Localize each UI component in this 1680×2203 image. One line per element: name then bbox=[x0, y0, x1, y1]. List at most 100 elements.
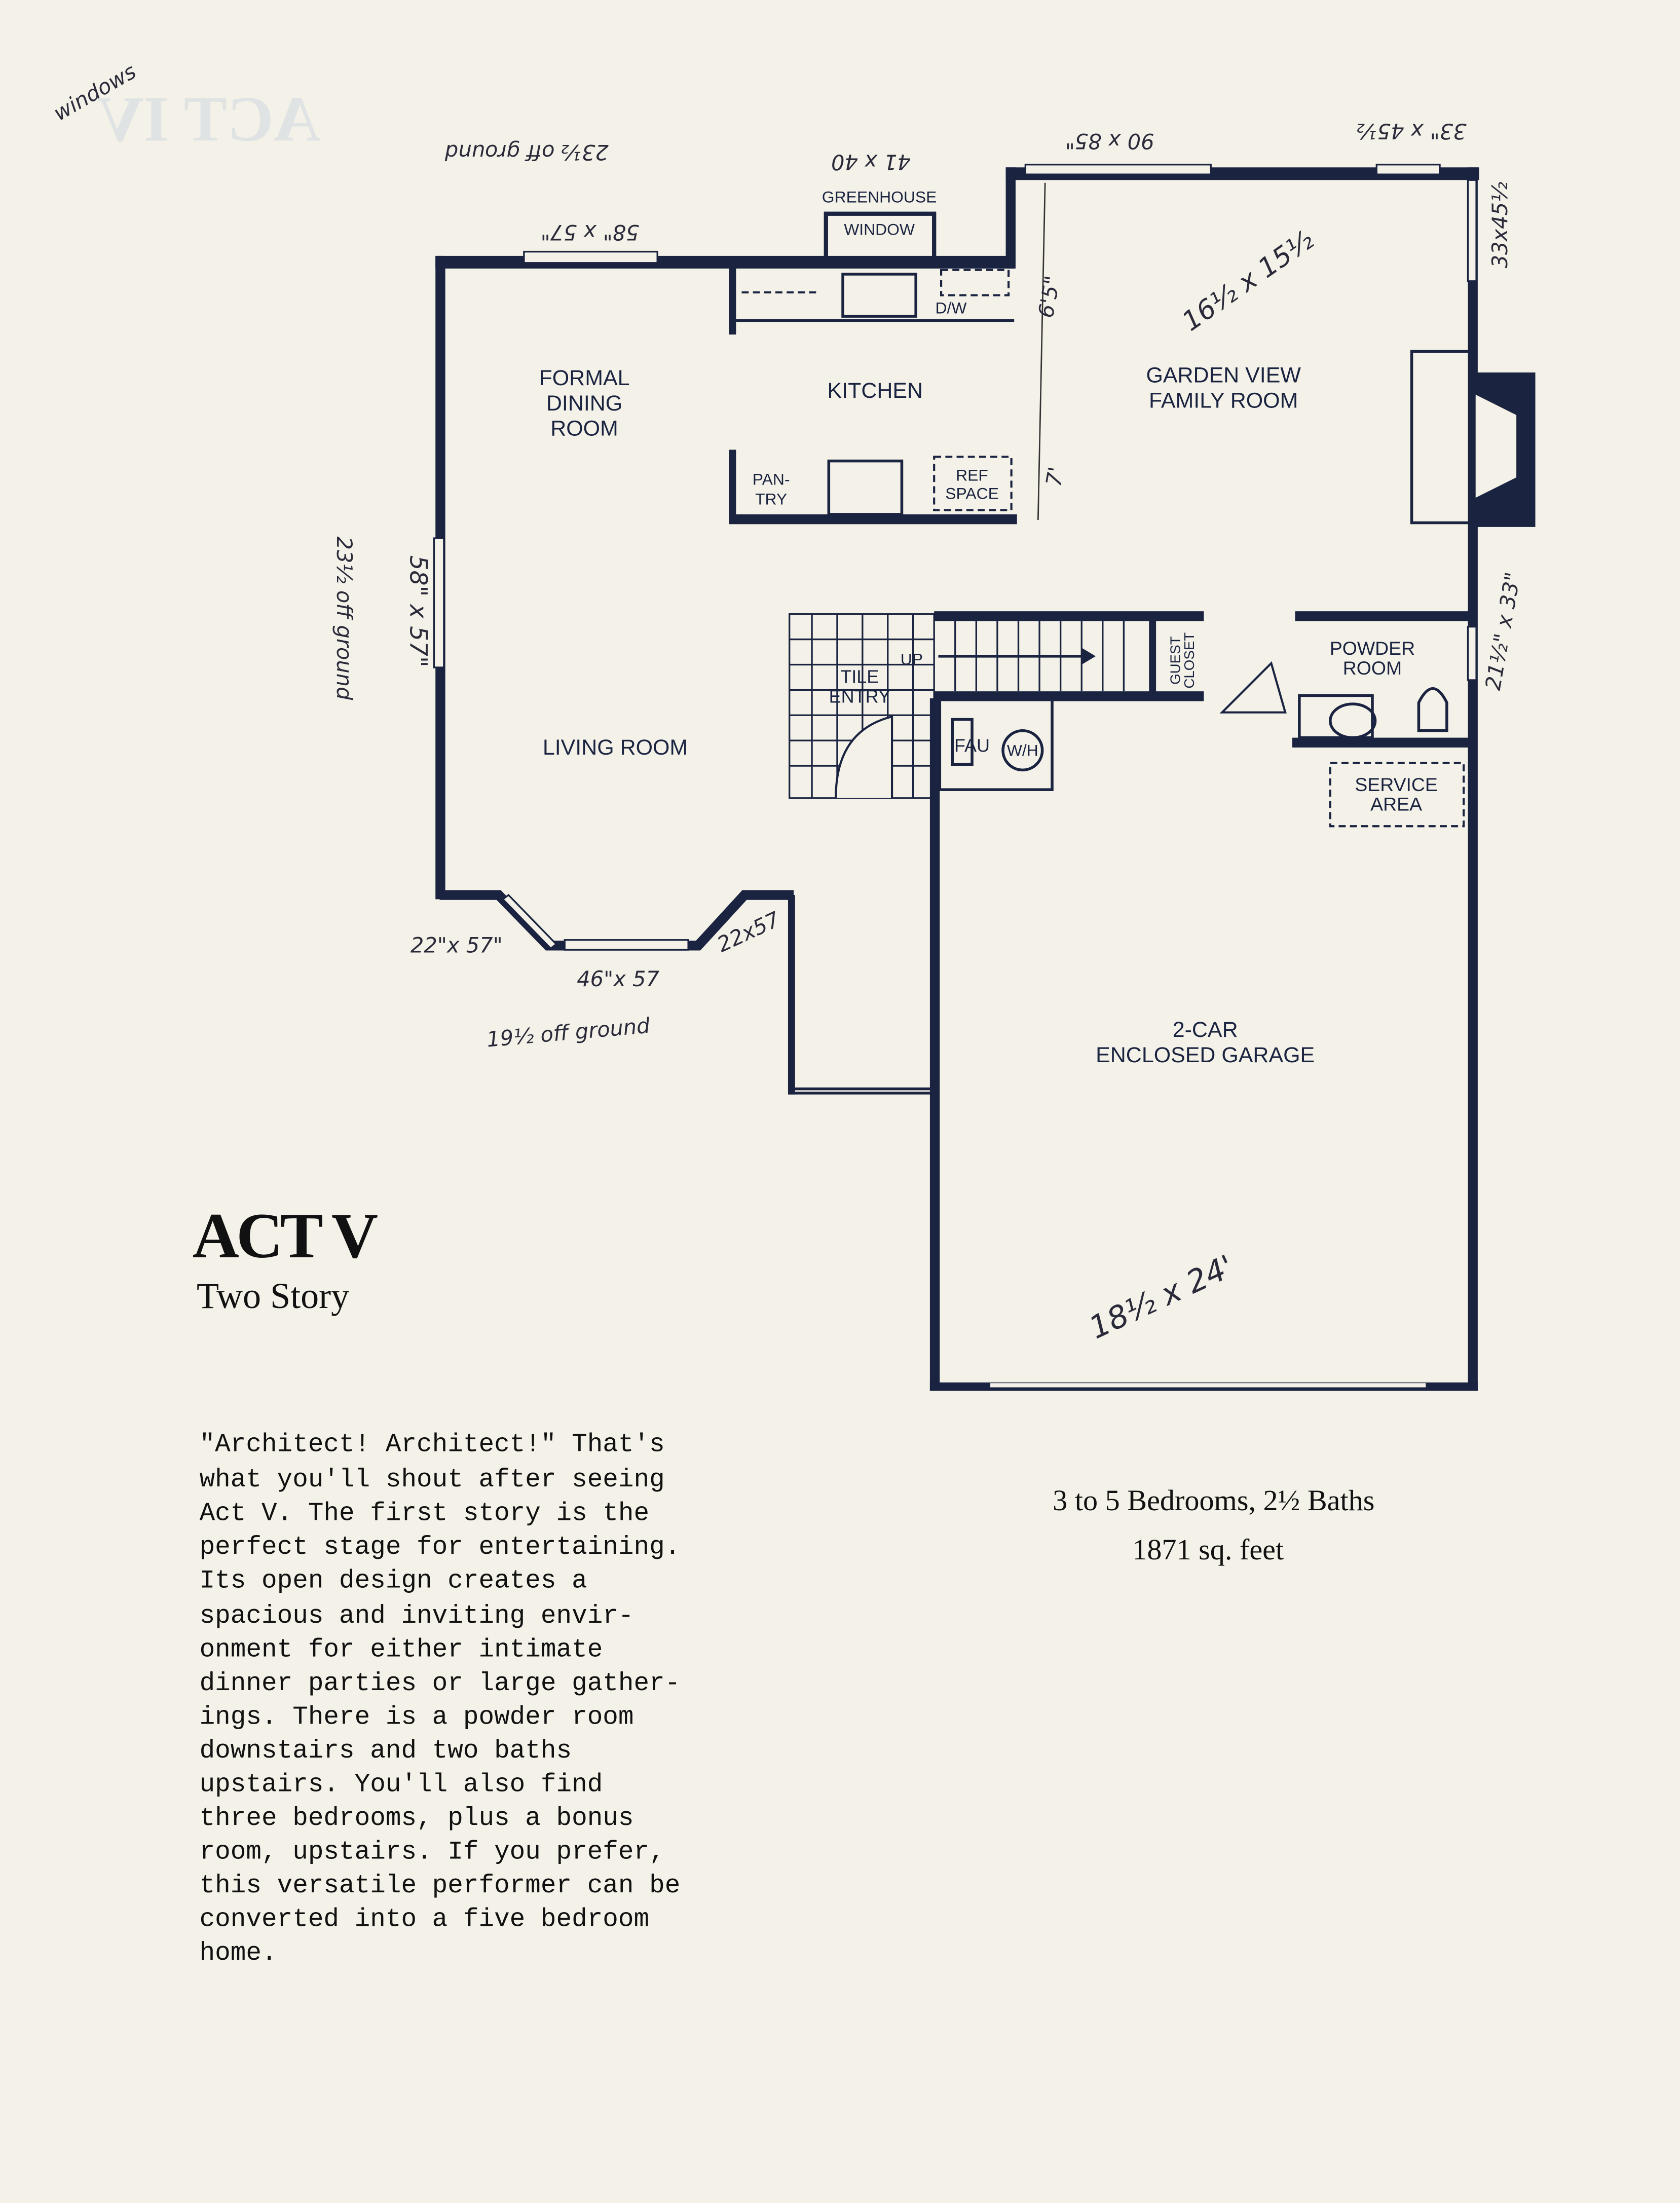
note-dining-side-window: 58" x 57" bbox=[404, 555, 432, 667]
bay-window-left bbox=[501, 893, 558, 950]
description-line: home. bbox=[200, 1939, 277, 1968]
dining-side-window bbox=[433, 537, 445, 668]
powder-south-wall bbox=[1292, 737, 1475, 748]
description-line: Act V. The first story is the bbox=[200, 1499, 650, 1528]
fau-unit bbox=[951, 718, 974, 766]
note-powder-window: 21½" x 33" bbox=[1480, 570, 1525, 692]
powder-room-label-2: ROOM bbox=[1343, 657, 1402, 679]
description-line: perfect stage for entertaining. bbox=[200, 1533, 681, 1562]
window-label: WINDOW bbox=[844, 220, 915, 238]
plan-subtitle: Two Story bbox=[197, 1276, 349, 1316]
garage-label: 2-CAR bbox=[1173, 1018, 1238, 1042]
description-line: ings. There is a powder room bbox=[200, 1703, 634, 1732]
up-label: UP bbox=[901, 650, 923, 668]
tile-entry-label-2: ENTRY bbox=[829, 686, 890, 706]
description-line: spacious and inviting envir- bbox=[200, 1602, 634, 1631]
kitchen-label: KITCHEN bbox=[828, 379, 923, 403]
note-family-side-window: 33x45½ bbox=[1487, 182, 1512, 269]
island-bottom-wall bbox=[729, 514, 1017, 525]
guest-closet-label: GUEST bbox=[1167, 636, 1183, 685]
stairs[interactable] bbox=[938, 621, 1125, 692]
description-line: three bedrooms, plus a bonus bbox=[200, 1804, 634, 1833]
note-family-7ft: 7' bbox=[1041, 465, 1069, 488]
note-family-top-window: 90 x 85" bbox=[1065, 129, 1154, 154]
porch-wall bbox=[788, 895, 795, 1095]
utility-closet bbox=[938, 697, 1054, 791]
note-greenhouse-size: 41 x 40 bbox=[831, 150, 911, 174]
service-area-label-2: AREA bbox=[1370, 794, 1422, 815]
family-room-label-2: FAMILY ROOM bbox=[1149, 388, 1298, 413]
garage-label-2: ENCLOSED GARAGE bbox=[1096, 1043, 1315, 1067]
garage-west-wall bbox=[929, 698, 940, 1391]
cooktop bbox=[827, 459, 904, 516]
hearth bbox=[1410, 350, 1472, 525]
closet-door[interactable] bbox=[1219, 661, 1287, 714]
family-step-wall bbox=[1005, 167, 1016, 269]
square-footage: 1871 sq. feet bbox=[1132, 1533, 1284, 1566]
dishwasher-label: D/W bbox=[935, 299, 966, 317]
description-line: converted into a five bedroom bbox=[200, 1906, 650, 1934]
note-family-6ft: 6'5" bbox=[1033, 274, 1065, 320]
ref-space bbox=[933, 456, 1013, 511]
description-line: room, upstairs. If you prefer, bbox=[200, 1838, 665, 1866]
sink-basin bbox=[1329, 702, 1377, 739]
stair-arrow-icon bbox=[1081, 648, 1096, 665]
note-family-corner-window: 33" x 45½ bbox=[1357, 119, 1466, 143]
powder-north-wall bbox=[1295, 611, 1475, 621]
dining-window bbox=[523, 250, 658, 264]
front-door[interactable] bbox=[835, 715, 893, 798]
note-bay-center: 46"x 57 bbox=[577, 966, 659, 991]
toilet bbox=[1417, 687, 1448, 732]
family-room-label: GARDEN VIEW bbox=[1146, 363, 1301, 387]
bleed-through-title: ACT IV bbox=[97, 83, 320, 155]
service-area-label: SERVICE bbox=[1355, 774, 1438, 795]
kitchen-counter-wall bbox=[729, 264, 736, 335]
plan-title: ACT V bbox=[193, 1200, 378, 1272]
dining-label: FORMAL bbox=[539, 366, 630, 390]
living-room-label: LIVING ROOM bbox=[543, 735, 688, 760]
porch-line bbox=[789, 1087, 936, 1095]
note-bay-height: 19½ off ground bbox=[486, 1013, 651, 1052]
vanity bbox=[1298, 694, 1374, 739]
bedrooms-baths: 3 to 5 Bedrooms, 2½ Baths bbox=[1053, 1484, 1374, 1517]
ref-label-2: SPACE bbox=[945, 484, 999, 502]
note-bay-left: 22"x 57" bbox=[410, 933, 503, 958]
note-garage-size: 18½ x 24' bbox=[1084, 1248, 1239, 1347]
family-window-corner bbox=[1375, 164, 1441, 175]
description: "Architect! Architect!" That's what you'… bbox=[200, 1431, 681, 1968]
pantry-label-2: TRY bbox=[755, 490, 787, 508]
note-dining-side-height: 23½ off ground bbox=[332, 537, 357, 701]
service-area bbox=[1329, 762, 1465, 828]
sink bbox=[841, 273, 917, 318]
dining-label-3: ROOM bbox=[550, 417, 618, 441]
note-family-room-size: 16½ x 15½ bbox=[1177, 225, 1319, 337]
greenhouse-window bbox=[824, 211, 937, 263]
description-line: onment for either intimate bbox=[200, 1635, 603, 1664]
island-wall bbox=[729, 450, 736, 523]
description-line: dinner parties or large gather- bbox=[200, 1669, 681, 1698]
note-dining-top-window: 58" x 57" bbox=[541, 220, 640, 245]
powder-window bbox=[1467, 625, 1477, 681]
description-line: "Architect! Architect!" That's bbox=[200, 1431, 665, 1460]
family-window-side bbox=[1467, 179, 1477, 282]
tile-entry-label: TILE bbox=[840, 666, 879, 687]
floor-plan: GREENHOUSE WINDOW D/W PAN- TRY REF SPACE bbox=[433, 164, 1536, 1391]
fau-label: FAU bbox=[954, 735, 990, 756]
firebox bbox=[1474, 392, 1518, 500]
hand-drawn-dimension-line bbox=[1037, 182, 1046, 520]
description-line: upstairs. You'll also find bbox=[200, 1770, 603, 1799]
dining-label-2: DINING bbox=[546, 391, 622, 416]
stair-north-wall bbox=[934, 611, 1204, 621]
description-line: downstairs and two baths bbox=[200, 1737, 572, 1766]
description-line: this versatile performer can be bbox=[200, 1872, 681, 1900]
closet-wall bbox=[1149, 614, 1156, 699]
family-window-top bbox=[1024, 164, 1212, 175]
pantry-label: PAN- bbox=[753, 470, 790, 489]
guest-closet-label-2: CLOSET bbox=[1181, 632, 1197, 689]
bay-window-center bbox=[564, 939, 689, 951]
ref-label: REF bbox=[956, 466, 988, 484]
note-dining-top-height: 23½ off ground bbox=[444, 140, 609, 165]
water-heater bbox=[1001, 729, 1044, 772]
description-line: Its open design creates a bbox=[200, 1567, 587, 1596]
